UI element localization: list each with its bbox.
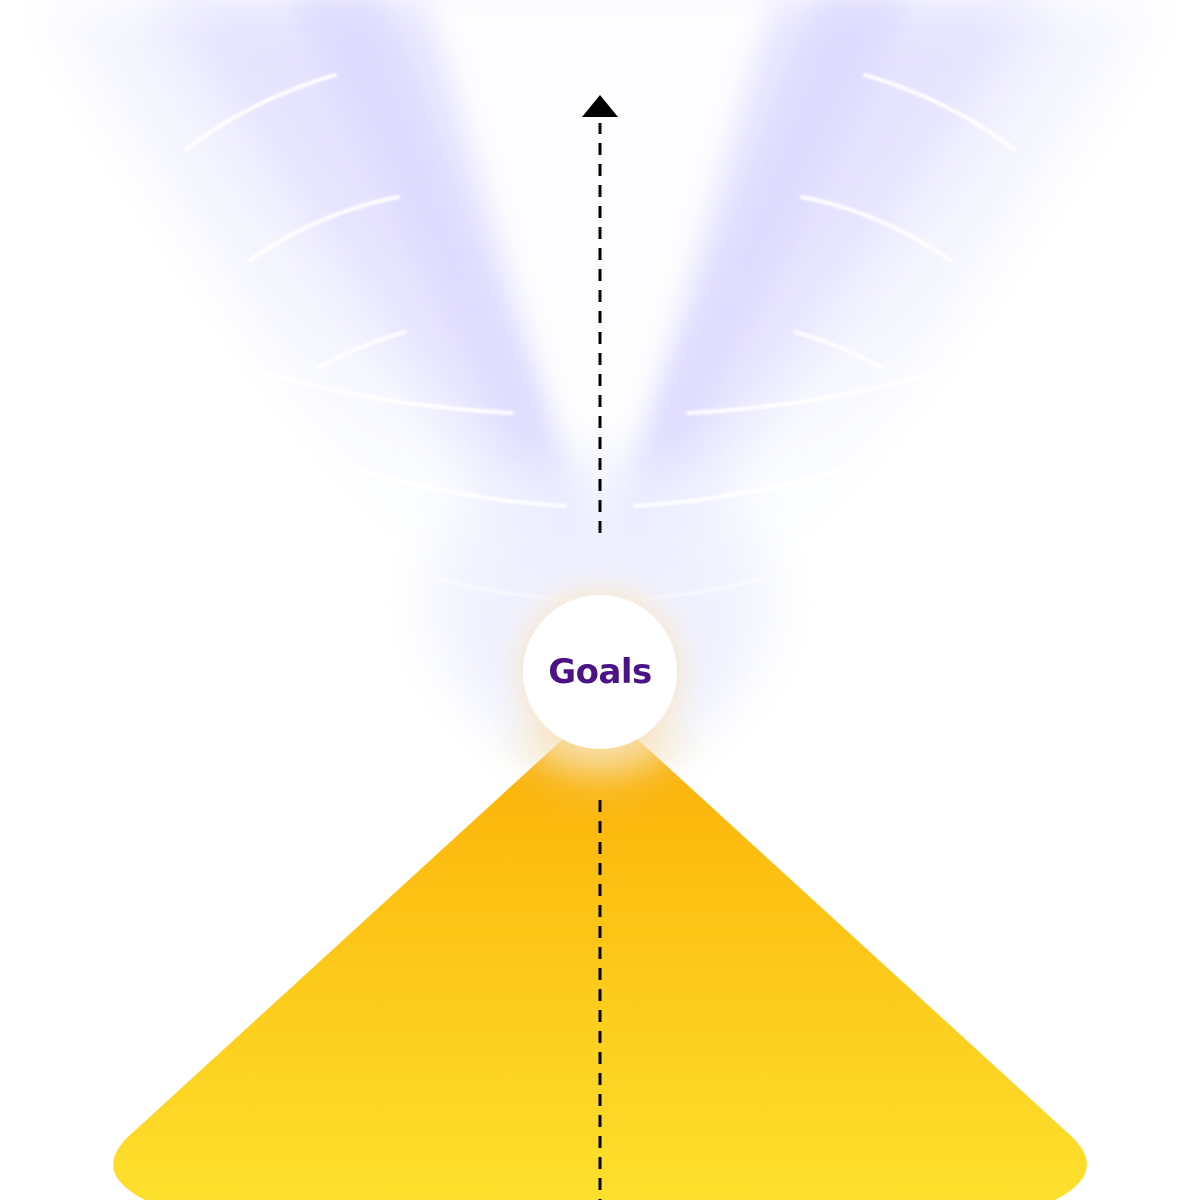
triangle-up-icon <box>582 95 618 117</box>
goals-label: Goals <box>548 652 652 692</box>
direction-arrow <box>582 95 618 533</box>
funnel-arcs <box>183 73 1017 602</box>
goals-node: Goals <box>523 595 677 749</box>
